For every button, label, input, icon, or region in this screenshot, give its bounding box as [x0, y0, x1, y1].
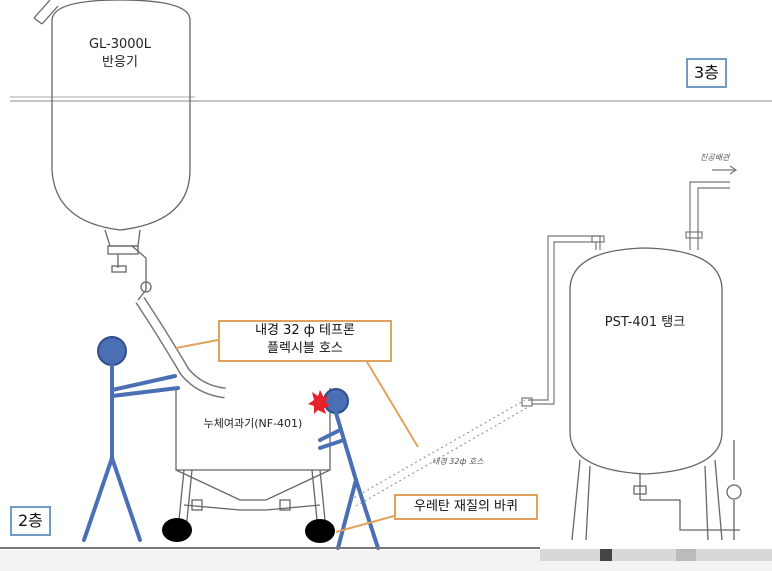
reactor-name: GL-3000L	[88, 37, 152, 52]
wheel-right	[305, 519, 335, 543]
worker-left	[82, 336, 180, 542]
hose-callout-line2: 플렉시블 호스	[267, 341, 343, 356]
hose-callout-line1: 내경 32 ф 테프론	[255, 323, 355, 338]
vacuum-pipe	[685, 165, 738, 250]
reactor-type: 반응기	[102, 55, 138, 70]
reactor-label: GL-3000L 반응기	[80, 36, 160, 72]
floor-badge-lower: 2층	[10, 506, 51, 536]
impact-burst	[308, 390, 330, 414]
hose-callout: 내경 32 ф 테프론 플렉시블 호스	[218, 320, 392, 362]
tank-vessel	[569, 247, 742, 541]
filter-label: 누체여과기(NF-401)	[203, 417, 303, 430]
callout-leaders	[175, 339, 419, 533]
nutsche-filter	[175, 388, 331, 531]
floor-badge-upper: 3층	[686, 58, 727, 88]
wheel-left	[162, 518, 192, 542]
tank-label: PST-401 탱크	[604, 315, 686, 330]
vacuum-pipe-note: 진공배관	[700, 153, 730, 162]
wheel-callout: 우레탄 재질의 바퀴	[394, 494, 538, 520]
tank-inlet-pipe	[521, 235, 605, 407]
reactor-vessel	[33, 0, 191, 301]
transfer-hose	[349, 399, 531, 507]
worker-right	[318, 388, 380, 550]
hose-note: 내경 32ф 호스	[432, 457, 484, 466]
